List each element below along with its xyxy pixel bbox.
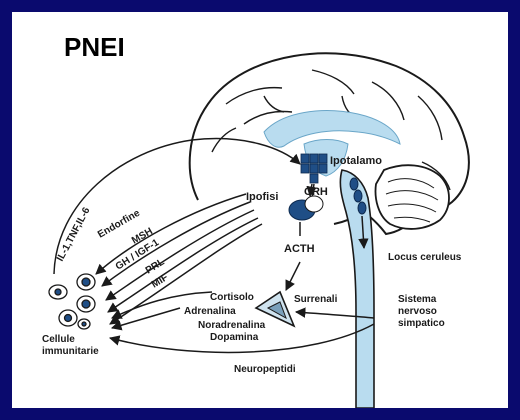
cerebellum xyxy=(374,164,450,230)
arrow-acth-lower xyxy=(285,261,301,291)
slide-title: PNEI xyxy=(64,32,125,62)
label-acth: ACTH xyxy=(284,243,315,255)
ventricle xyxy=(263,110,401,148)
label-noradrenalina: Noradrenalina xyxy=(198,320,266,331)
pnei-diagram: PNEI xyxy=(42,32,470,408)
arrow-adrenalina xyxy=(110,307,181,331)
brainstem xyxy=(339,169,375,408)
label-sistema-1: Sistema xyxy=(398,294,437,305)
arrow-endorfine xyxy=(95,193,247,275)
immune-cells xyxy=(48,273,96,330)
label-ipofisi: Ipofisi xyxy=(246,191,278,203)
label-sistema-2: nervoso xyxy=(398,306,437,317)
arrow-msh xyxy=(101,201,251,287)
label-dopamina: Dopamina xyxy=(210,332,259,343)
adrenal-gland xyxy=(254,290,296,328)
label-mif: MIF xyxy=(150,272,170,290)
arrow-cortisolo xyxy=(111,291,213,319)
label-adrenalina: Adrenalina xyxy=(184,306,236,317)
label-cellule-2: immunitarie xyxy=(42,346,99,357)
label-cytokines: IL-1,TNF,IL-6 xyxy=(55,205,93,263)
brain-gyri xyxy=(211,69,451,191)
label-surrenali: Surrenali xyxy=(294,294,338,305)
arrow-sympathetic-adrenal xyxy=(294,307,375,319)
label-crh: CRH xyxy=(304,186,328,198)
label-cellule-1: Cellule xyxy=(42,334,75,345)
label-cortisolo: Cortisolo xyxy=(210,292,254,303)
hypothalamus-nuclei xyxy=(300,153,328,184)
arrow-cytokines xyxy=(53,137,301,275)
arrows xyxy=(53,137,375,354)
label-neuropeptidi: Neuropeptidi xyxy=(234,364,296,375)
label-sistema-3: simpatico xyxy=(398,318,445,329)
arrow-prl xyxy=(107,217,259,313)
cerebellum-folia xyxy=(385,178,439,223)
locus-ceruleus-nodes xyxy=(349,177,367,215)
arrow-neuropeptidi xyxy=(108,323,375,354)
arrow-crh xyxy=(306,183,317,198)
arrow-locus xyxy=(358,215,369,250)
label-ipotalamo: Ipotalamo xyxy=(330,155,382,167)
posterior-pituitary xyxy=(304,195,324,213)
label-locus-ceruleus: Locus ceruleus xyxy=(388,252,462,263)
slide-panel: PNEI xyxy=(12,12,508,408)
arrow-gh xyxy=(105,209,255,301)
